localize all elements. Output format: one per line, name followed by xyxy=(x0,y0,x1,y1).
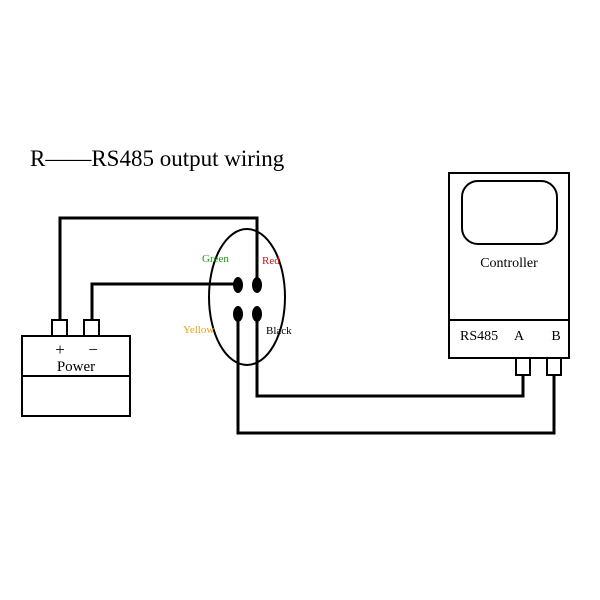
label-yellow: Yellow xyxy=(183,324,214,336)
diagram-title: R——RS485 output wiring xyxy=(30,146,285,171)
power-terminal-positive xyxy=(51,319,68,337)
controller-terminal-b xyxy=(546,357,562,376)
controller-screen xyxy=(461,180,558,245)
sensor-connector: Green Red Yellow Black xyxy=(183,228,292,366)
power-terminal-negative xyxy=(83,319,100,337)
wire-power-positive xyxy=(58,216,259,321)
label-red: Red xyxy=(262,255,280,267)
power-plus-label: + xyxy=(55,340,65,359)
controller-rs485-label: RS485 xyxy=(460,329,498,344)
power-label: Power xyxy=(57,359,95,375)
controller: Controller RS485 A B xyxy=(448,172,570,376)
controller-label: Controller xyxy=(480,256,538,271)
wires xyxy=(58,216,556,435)
power-minus-label: − xyxy=(88,340,98,359)
wire-power-negative xyxy=(90,282,238,321)
label-black: Black xyxy=(266,325,292,337)
wire-black-to-a xyxy=(255,313,525,398)
power-supply: + − Power xyxy=(21,319,131,417)
connector-outline xyxy=(208,228,286,366)
wire-yellow-to-b xyxy=(236,313,556,435)
pin-yellow xyxy=(233,306,243,322)
label-green: Green xyxy=(202,253,229,265)
pin-green xyxy=(233,277,243,293)
pin-black xyxy=(252,306,262,322)
controller-terminal-a xyxy=(515,357,531,376)
controller-a-label: A xyxy=(514,329,525,344)
controller-b-label: B xyxy=(551,329,560,344)
pin-red xyxy=(252,277,262,293)
